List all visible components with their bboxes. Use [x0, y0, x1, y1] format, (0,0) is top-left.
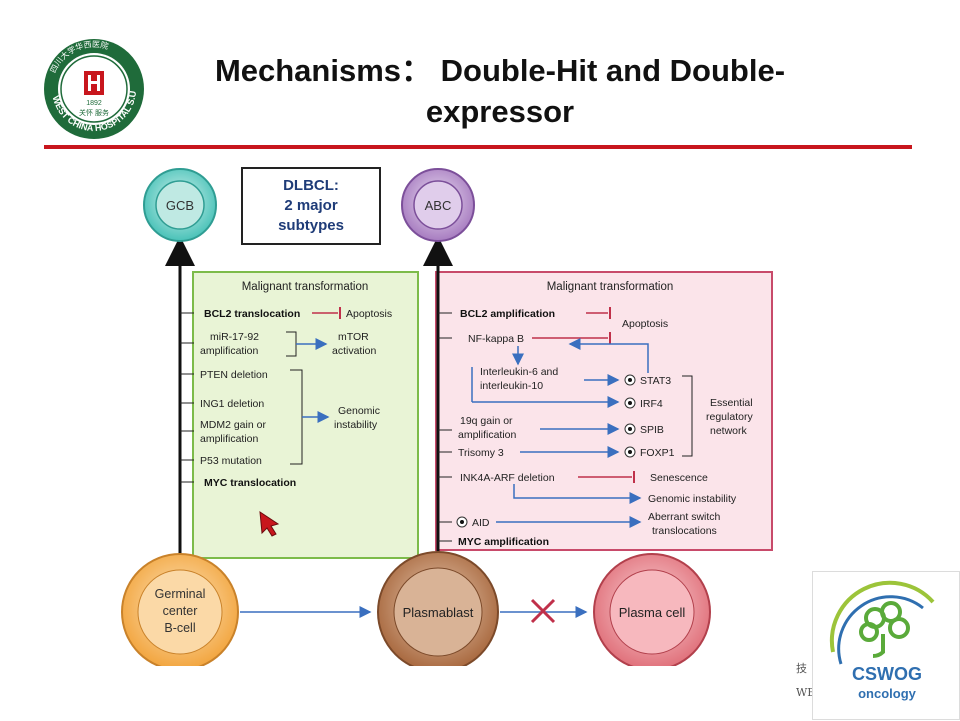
- abc-genomic: Genomic instability: [648, 493, 737, 505]
- gcb-genomic-2: instability: [334, 419, 378, 431]
- abc-ern-bracket: [682, 375, 693, 457]
- logo-inner-ring: [60, 55, 128, 123]
- gcb-circle-inner: [155, 180, 205, 230]
- gcb-p53: P53 mutation: [200, 455, 262, 467]
- abc-stat3: STAT3: [640, 375, 671, 387]
- gcb-pten: PTEN deletion: [200, 369, 268, 381]
- clover-icon: [859, 601, 910, 658]
- gcb-mdm2-1: MDM2 gain or: [200, 419, 266, 431]
- plasmablast-circle-inner: [393, 567, 483, 657]
- gcb-myc: MYC translocation: [204, 477, 296, 489]
- gcb-apoptosis: Apoptosis: [346, 308, 392, 320]
- logo-emblem-bar-mid: [88, 81, 100, 84]
- cswog-name: CSWOG: [852, 664, 922, 684]
- gcb-mdm2-2: amplification: [200, 433, 259, 445]
- logo-motto: 关怀 服务: [79, 108, 109, 117]
- germinal-2: center: [163, 604, 198, 618]
- abc-il-2: interleukin-10: [480, 380, 543, 392]
- germinal-3: B-cell: [164, 621, 195, 635]
- abc-19q-1: 19q gain or: [460, 415, 513, 427]
- fragment-we: WE: [796, 686, 816, 699]
- plasma-circle-inner: [609, 569, 695, 655]
- abc-circle-inner: [413, 180, 463, 230]
- germinal-1: Germinal: [155, 587, 206, 601]
- cswog-logo: CSWOG oncology: [812, 571, 960, 720]
- abc-panel: [435, 271, 773, 551]
- abc-aberrant-2: translocations: [652, 525, 717, 537]
- abc-19q-2: amplification: [458, 429, 517, 441]
- abc-spib: SPIB: [640, 424, 664, 436]
- abc-bcl2: BCL2 amplification: [460, 308, 555, 320]
- cswog-arc-green: [829, 580, 935, 653]
- dlbcl-line-1: DLBCL:: [283, 177, 339, 194]
- abc-heading: Malignant transformation: [547, 281, 674, 293]
- abc-ern-1: Essential: [710, 397, 753, 409]
- title-line-2: expressor: [425, 94, 575, 129]
- plasma-label: Plasma cell: [619, 605, 686, 620]
- title-line-1: Mechanisms： Double-Hit and Double-: [214, 53, 786, 88]
- dlbcl-line-3: subtypes: [278, 217, 344, 234]
- abc-trisomy: Trisomy 3: [458, 447, 504, 459]
- abc-myc: MYC amplification: [458, 536, 549, 548]
- abc-aid: AID: [472, 517, 490, 529]
- title-rule: [44, 145, 912, 149]
- cropped-fragments: 技 WE: [796, 660, 815, 699]
- hospital-logo: WEST CHINA HOSPITAL S.U 四川大学华西医院 1892 关怀…: [42, 37, 146, 141]
- gcb-mtor-2: activation: [332, 345, 377, 357]
- cswog-graphic: [829, 580, 935, 665]
- abc-il-1: Interleukin-6 and: [480, 366, 558, 378]
- gcb-genomic-1: Genomic: [338, 405, 380, 417]
- slide-title: Mechanisms： Double-Hit and Double- expre…: [150, 50, 850, 132]
- germinal-circle-inner: [137, 569, 223, 655]
- gcb-mir-1: miR-17-92: [210, 331, 259, 343]
- cswog-arc-blue: [837, 595, 924, 665]
- abc-irf4: IRF4: [640, 398, 663, 410]
- gcb-mtor-1: mTOR: [338, 331, 369, 343]
- gcb-panel: [192, 271, 419, 559]
- gcb-heading: Malignant transformation: [242, 281, 369, 293]
- dlbcl-diagram: GCB ABC DLBCL: 2 major subtypes Malignan…: [100, 160, 870, 673]
- plasmablast-label: Plasmablast: [403, 605, 474, 620]
- gcb-mir-2: amplification: [200, 345, 259, 357]
- gcb-ing1: ING1 deletion: [200, 398, 264, 410]
- cursor-arrow-icon: [259, 511, 280, 537]
- dlbcl-diagram-svg: GCB ABC DLBCL: 2 major subtypes Malignan…: [100, 160, 870, 673]
- abc-genomic-arrow: [513, 484, 642, 504]
- abc-stat3-feedback-arrow: [568, 338, 649, 373]
- abc-foxp1: FOXP1: [640, 447, 675, 459]
- fragment-char: 技: [796, 662, 807, 675]
- abc-ink4a: INK4A-ARF deletion: [460, 472, 555, 484]
- gcb-bcl2: BCL2 translocation: [204, 308, 300, 320]
- block-x-icon-stroke: [530, 598, 556, 624]
- abc-aberrant-1: Aberrant switch: [648, 511, 721, 523]
- abc-label: ABC: [425, 198, 452, 213]
- abc-senescence: Senescence: [650, 472, 708, 484]
- logo-year: 1892: [86, 100, 102, 107]
- abc-apoptosis: Apoptosis: [622, 318, 668, 330]
- hospital-logo-graphic: WEST CHINA HOSPITAL S.U 四川大学华西医院 1892 关怀…: [44, 39, 144, 139]
- dlbcl-box: [241, 167, 381, 245]
- dlbcl-line-2: 2 major: [284, 197, 338, 214]
- abc-ern-3: network: [710, 425, 748, 437]
- abc-ern-2: regulatory: [706, 411, 753, 423]
- abc-nfkb: NF-kappa B: [468, 333, 524, 345]
- cswog-sub: oncology: [858, 686, 916, 701]
- gcb-label: GCB: [166, 198, 194, 213]
